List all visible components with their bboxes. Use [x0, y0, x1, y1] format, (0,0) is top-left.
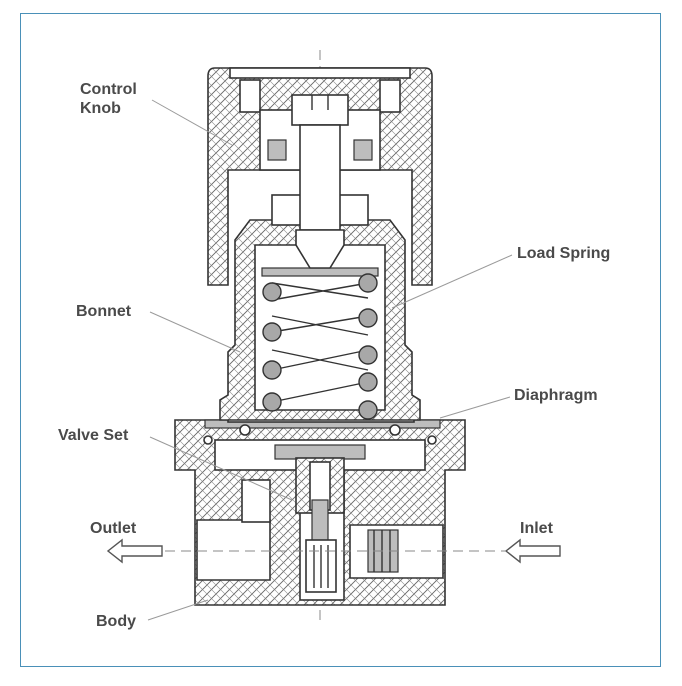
label-bonnet: Bonnet: [76, 303, 132, 320]
label-outlet: Outlet: [90, 520, 137, 537]
label-valve-set: Valve Set: [58, 427, 129, 444]
diagram-frame: [20, 13, 661, 667]
control-knob-part: [207, 67, 433, 286]
valve-set-part: [274, 444, 366, 593]
label-control-knob-line2: Knob: [80, 100, 121, 117]
label-inlet: Inlet: [520, 520, 554, 537]
label-load-spring: Load Spring: [517, 245, 610, 262]
label-control-knob-line1: Control: [80, 81, 137, 98]
bonnet-leader: [149, 311, 241, 353]
inlet-arrow-icon: [504, 538, 561, 564]
body-leader: [147, 599, 209, 621]
diaphragm-leader: [439, 396, 511, 419]
control-knob-leader: [151, 99, 233, 146]
valve-set-leader: [149, 436, 293, 501]
load-spring-leader: [391, 254, 513, 309]
label-body: Body: [96, 613, 136, 630]
label-diaphragm: Diaphragm: [514, 387, 598, 404]
load-spring-part: [261, 267, 379, 420]
outlet-arrow-icon: [106, 538, 163, 564]
